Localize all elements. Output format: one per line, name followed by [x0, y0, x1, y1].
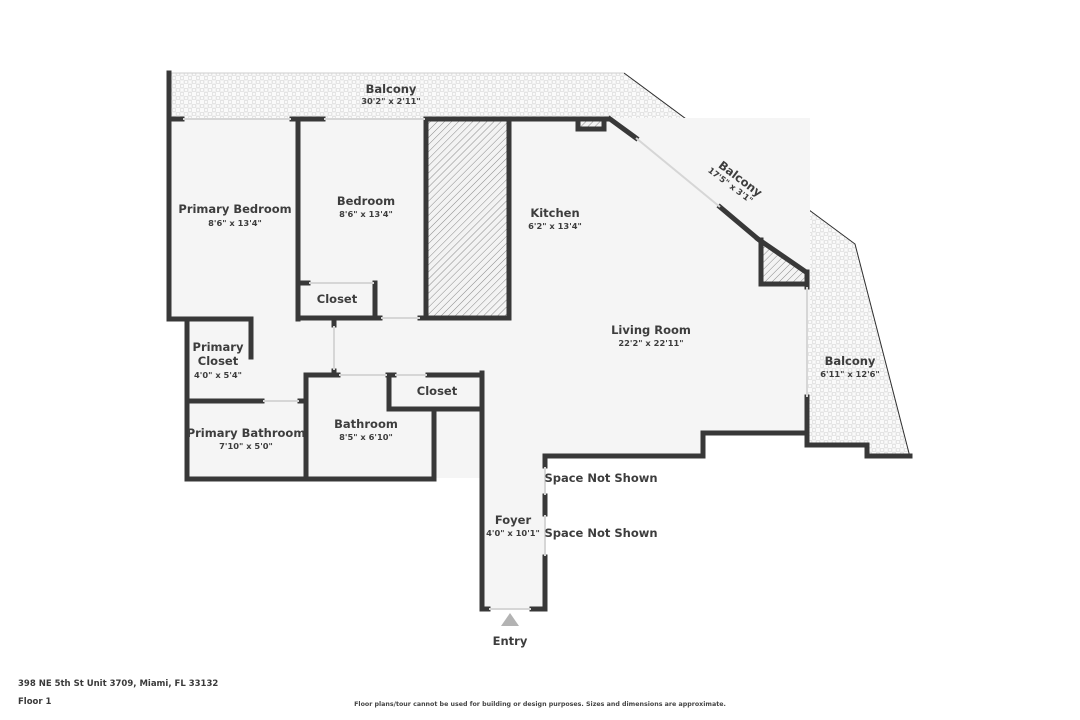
- closet-hall-name: Closet: [417, 384, 458, 398]
- foyer-dims: 4'0" x 10'1": [486, 528, 540, 538]
- floor-label: Floor 1: [18, 697, 52, 707]
- space-not-shown-1: Space Not Shown: [544, 471, 657, 485]
- disclaimer: Floor plans/tour cannot be used for buil…: [354, 701, 726, 708]
- bathroom-dims: 8'5" x 6'10": [339, 432, 393, 442]
- entry-label: Entry: [493, 634, 528, 648]
- primary-bathroom-dims: 7'10" x 5'0": [219, 441, 273, 451]
- room-labels: Balcony 30'2" x 2'11" Balcony 17'5" x 3'…: [178, 82, 879, 648]
- kitchen-dims: 6'2" x 13'4": [528, 221, 582, 231]
- balcony-top-name: Balcony: [366, 82, 417, 96]
- bathroom-name: Bathroom: [334, 417, 398, 431]
- primary-closet-dims: 4'0" x 5'4": [194, 370, 242, 380]
- balcony-right-dims: 6'11" x 12'6": [820, 369, 880, 379]
- space-not-shown-2: Space Not Shown: [544, 526, 657, 540]
- walls: [166, 70, 913, 612]
- primary-bathroom-name: Primary Bathroom: [187, 426, 306, 440]
- property-address: 398 NE 5th St Unit 3709, Miami, FL 33132: [18, 679, 219, 689]
- primary-closet-name-1: Primary: [193, 340, 244, 354]
- balcony-right-name: Balcony: [825, 354, 876, 368]
- openings: [183, 118, 808, 610]
- entry-arrow-icon: [501, 613, 519, 626]
- primary-bedroom-dims: 8'6" x 13'4": [208, 218, 262, 228]
- primary-closet-name-2: Closet: [198, 354, 239, 368]
- bedroom-dims: 8'6" x 13'4": [339, 209, 393, 219]
- balcony-top-dims: 30'2" x 2'11": [361, 96, 421, 106]
- closet-bedroom-name: Closet: [317, 292, 358, 306]
- kitchen-name: Kitchen: [530, 206, 579, 220]
- living-room-name: Living Room: [611, 323, 691, 337]
- foyer-name: Foyer: [495, 513, 532, 527]
- bedroom-name: Bedroom: [337, 194, 395, 208]
- hatched-shafts: [428, 120, 806, 318]
- living-room-dims: 22'2" x 22'11": [618, 338, 683, 348]
- primary-bedroom-name: Primary Bedroom: [178, 202, 291, 216]
